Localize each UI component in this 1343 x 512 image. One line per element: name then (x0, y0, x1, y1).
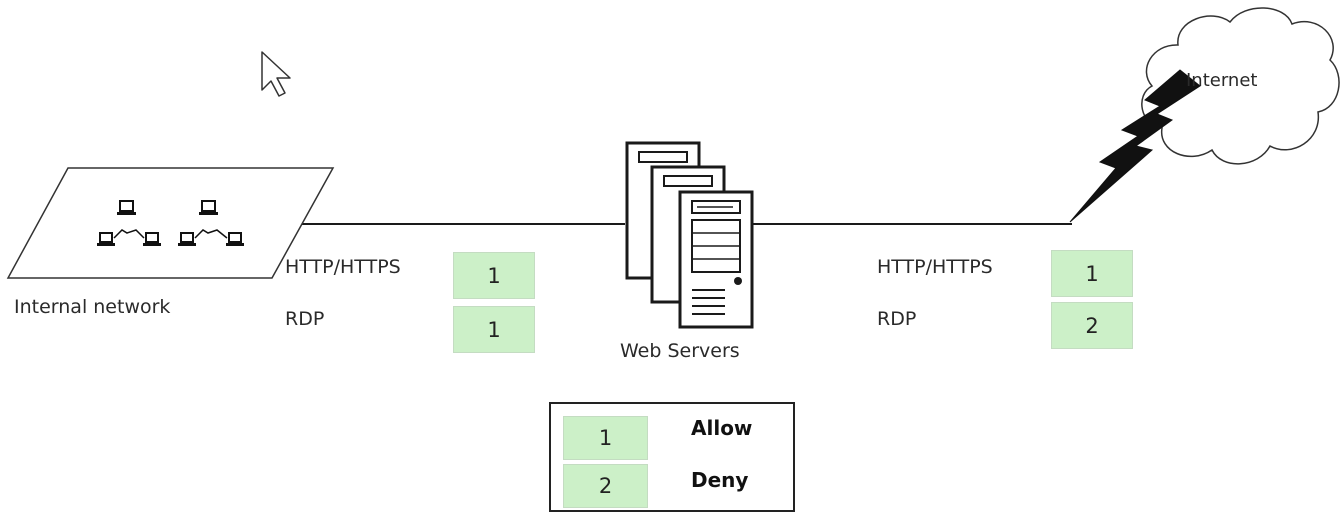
internal-network-icon (6, 167, 335, 279)
internet-label: Internet (1186, 70, 1258, 91)
external-rule-code: 2 (1051, 302, 1133, 349)
computer-icon (178, 200, 244, 246)
external-rule-protocol: HTTP/HTTPS (877, 256, 993, 278)
server-icon (625, 141, 754, 329)
external-rule-code: 1 (1051, 250, 1133, 297)
internal-rule-protocol: RDP (285, 308, 325, 330)
external-rule-protocol: RDP (877, 308, 917, 330)
legend-meaning: Deny (691, 468, 749, 492)
internal-rule-protocol: HTTP/HTTPS (285, 256, 401, 278)
lightning-icon (1069, 69, 1201, 223)
legend-code: 1 (563, 416, 648, 460)
cursor-icon (261, 51, 291, 97)
computer-icon (97, 200, 161, 246)
internal-rule-code: 1 (453, 306, 535, 353)
legend: 1 Allow 2 Deny (549, 402, 795, 512)
internal-rule-code: 1 (453, 252, 535, 299)
web-servers-label: Web Servers (620, 340, 740, 362)
legend-meaning: Allow (691, 416, 753, 440)
cloud-icon (1141, 7, 1340, 165)
legend-code: 2 (563, 464, 648, 508)
internal-network-label: Internal network (14, 296, 171, 318)
